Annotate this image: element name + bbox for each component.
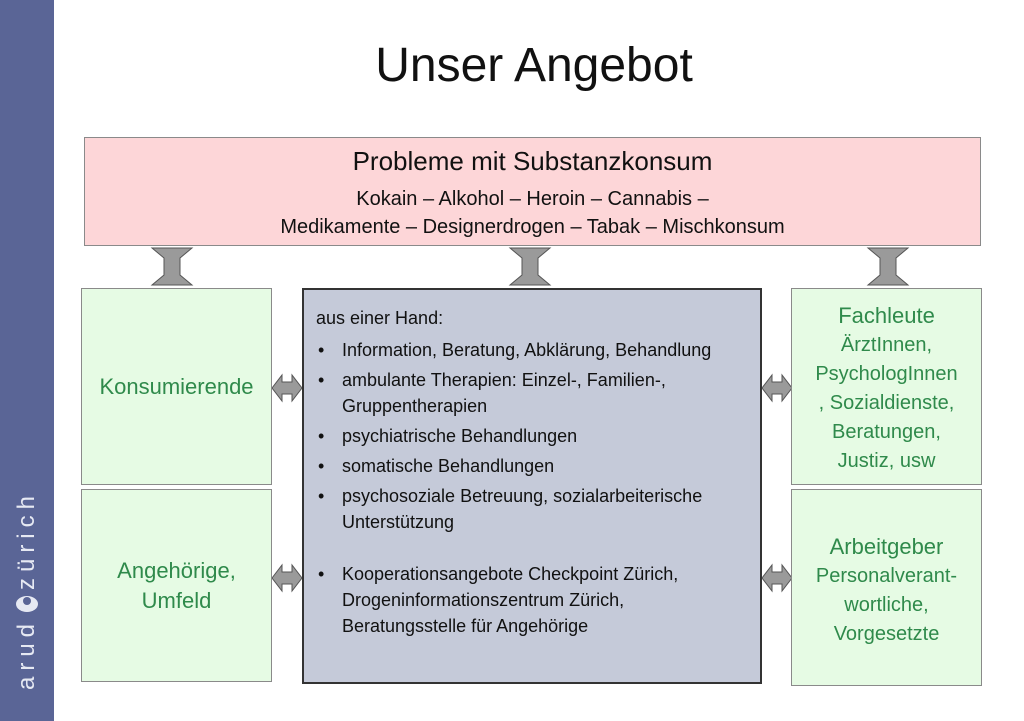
substance-heading: Probleme mit Substanzkonsum [352, 146, 713, 176]
substance-line-1: Kokain – Alkohol – Heroin – Cannabis – [356, 188, 709, 210]
fachleute-title: Fachleute [838, 303, 935, 328]
service-item: psychiatrische Behandlungen [316, 423, 748, 449]
konsumierende-label: Konsumierende [99, 373, 254, 399]
page-title: Unser Angebot [375, 39, 693, 92]
services-intro: aus einer Hand: [316, 308, 444, 328]
arrow-center-arbeit [761, 564, 793, 592]
angehoerige-line-2: Umfeld [141, 587, 212, 613]
sidebar: arud zürich [0, 0, 54, 721]
fachleute-line: , Sozialdienste, [818, 392, 955, 414]
fachleute-line: Justiz, usw [837, 450, 936, 472]
arrow-center-top [509, 247, 551, 286]
service-item: Information, Beratung, Abklärung, Behand… [316, 337, 748, 363]
arbeitgeber-title: Arbeitgeber [829, 534, 944, 559]
arrow-konsum-top [151, 247, 193, 286]
arrow-center-fach [761, 374, 793, 402]
substance-problems-box: Probleme mit Substanzkonsum Kokain – Alk… [84, 137, 981, 246]
arrow-angeh-center [271, 564, 303, 592]
angehoerige-line-1: Angehörige, [117, 557, 236, 583]
service-item: Kooperationsangebote Checkpoint Zürich, … [316, 561, 748, 639]
fachleute-box: Fachleute ÄrztInnen, PsychologInnen , So… [791, 288, 982, 485]
fachleute-line: PsychologInnen [815, 363, 958, 385]
angehoerige-box: Angehörige, Umfeld [81, 489, 272, 682]
arbeitgeber-line: Vorgesetzte [833, 623, 940, 645]
arbeitgeber-box: Arbeitgeber Personalverant- wortliche, V… [791, 489, 982, 686]
service-item: ambulante Therapien: Einzel-, Familien-,… [316, 367, 748, 419]
fachleute-line: Beratungen, [832, 421, 941, 443]
fachleute-line: ÄrztInnen, [840, 334, 933, 356]
arrow-fach-top [867, 247, 909, 286]
arrow-konsum-center [271, 374, 303, 402]
arbeitgeber-line: wortliche, [844, 594, 929, 616]
services-list: Information, Beratung, Abklärung, Behand… [316, 337, 748, 639]
konsumierende-box: Konsumierende [81, 288, 272, 485]
arbeitgeber-line: Personalverant- [815, 565, 958, 587]
substance-line-2: Medikamente – Designerdrogen – Tabak – M… [280, 216, 785, 238]
services-box: aus einer Hand: Information, Beratung, A… [302, 288, 762, 684]
service-item: psychosoziale Betreuung, sozialarbeiteri… [316, 483, 748, 535]
service-item: somatische Behandlungen [316, 453, 748, 479]
